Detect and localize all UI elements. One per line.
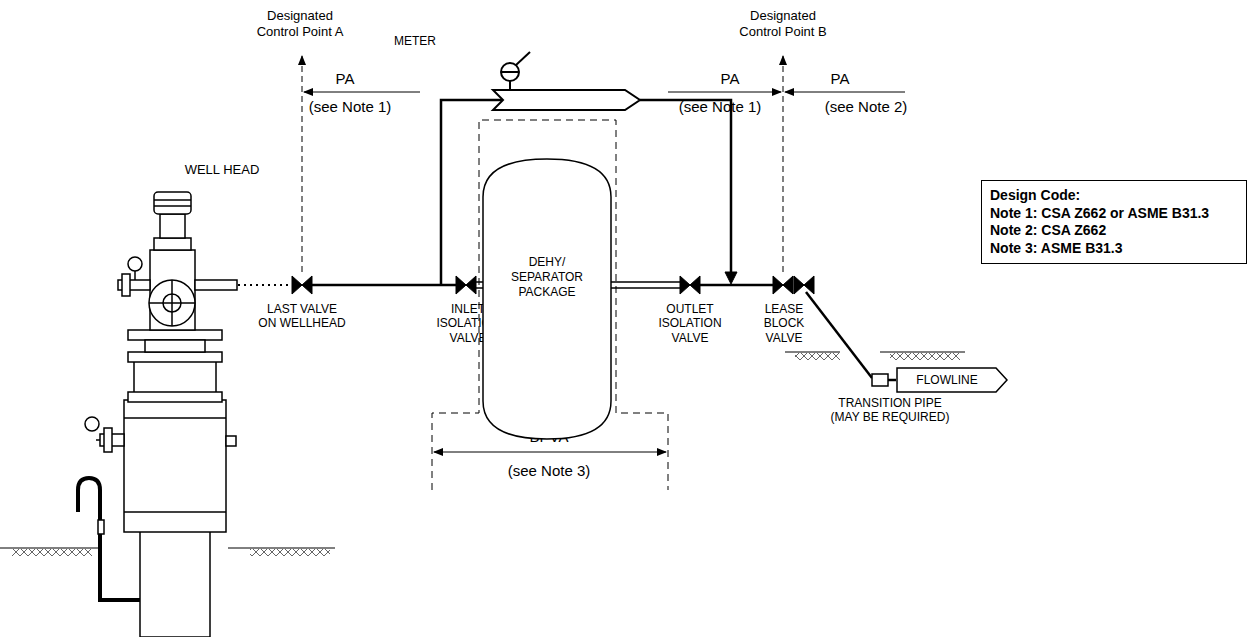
valve-label: LAST VALVE ON WELLHEAD [258,302,345,331]
control-point-label: Designated Control Point B [739,8,826,39]
bpva-boundary [432,120,668,490]
meter-symbol [493,52,640,110]
flowline-arrow: FLOWLINE [896,367,1008,393]
note-reference: (see Note 2) [825,98,908,116]
wellhead-label: WELL HEAD [185,162,260,178]
transition-pipe [872,374,888,386]
zone-label: PA [721,70,740,88]
vessel-outline [482,158,612,440]
transition-pipe-label: TRANSITION PIPE (MAY BE REQUIRED) [831,396,950,425]
note-reference: (see Note 3) [508,462,591,480]
wellhead-illustration [78,192,237,637]
note-reference: (see Note 1) [309,98,392,116]
note-line: Note 1: CSA Z662 or ASME B31.3 [990,205,1238,223]
node-label: FLOWLINE [916,373,977,388]
separator-vessel: DEHY/ SEPARATOR PACKAGE [482,158,612,440]
meter-label: METER [394,34,436,48]
note-line: Note 3: ASME B31.3 [990,240,1238,258]
zone-label: PA [336,70,355,88]
design-code-box: Design Code:Note 1: CSA Z662 or ASME B31… [981,180,1247,264]
zone-label: PA [831,70,850,88]
dimension-arrows [304,92,905,93]
dimension-arrow [434,452,666,453]
valve-label: LEASE BLOCK VALVE [764,302,805,345]
box-heading: Design Code: [990,187,1238,205]
node-label: DEHY/ SEPARATOR PACKAGE [511,255,583,300]
note-reference: (see Note 1) [679,98,762,116]
note-line: Note 2: CSA Z662 [990,222,1238,240]
control-point-label: Designated Control Point A [257,8,344,39]
valve-label: OUTLET ISOLATION VALVE [658,302,721,345]
